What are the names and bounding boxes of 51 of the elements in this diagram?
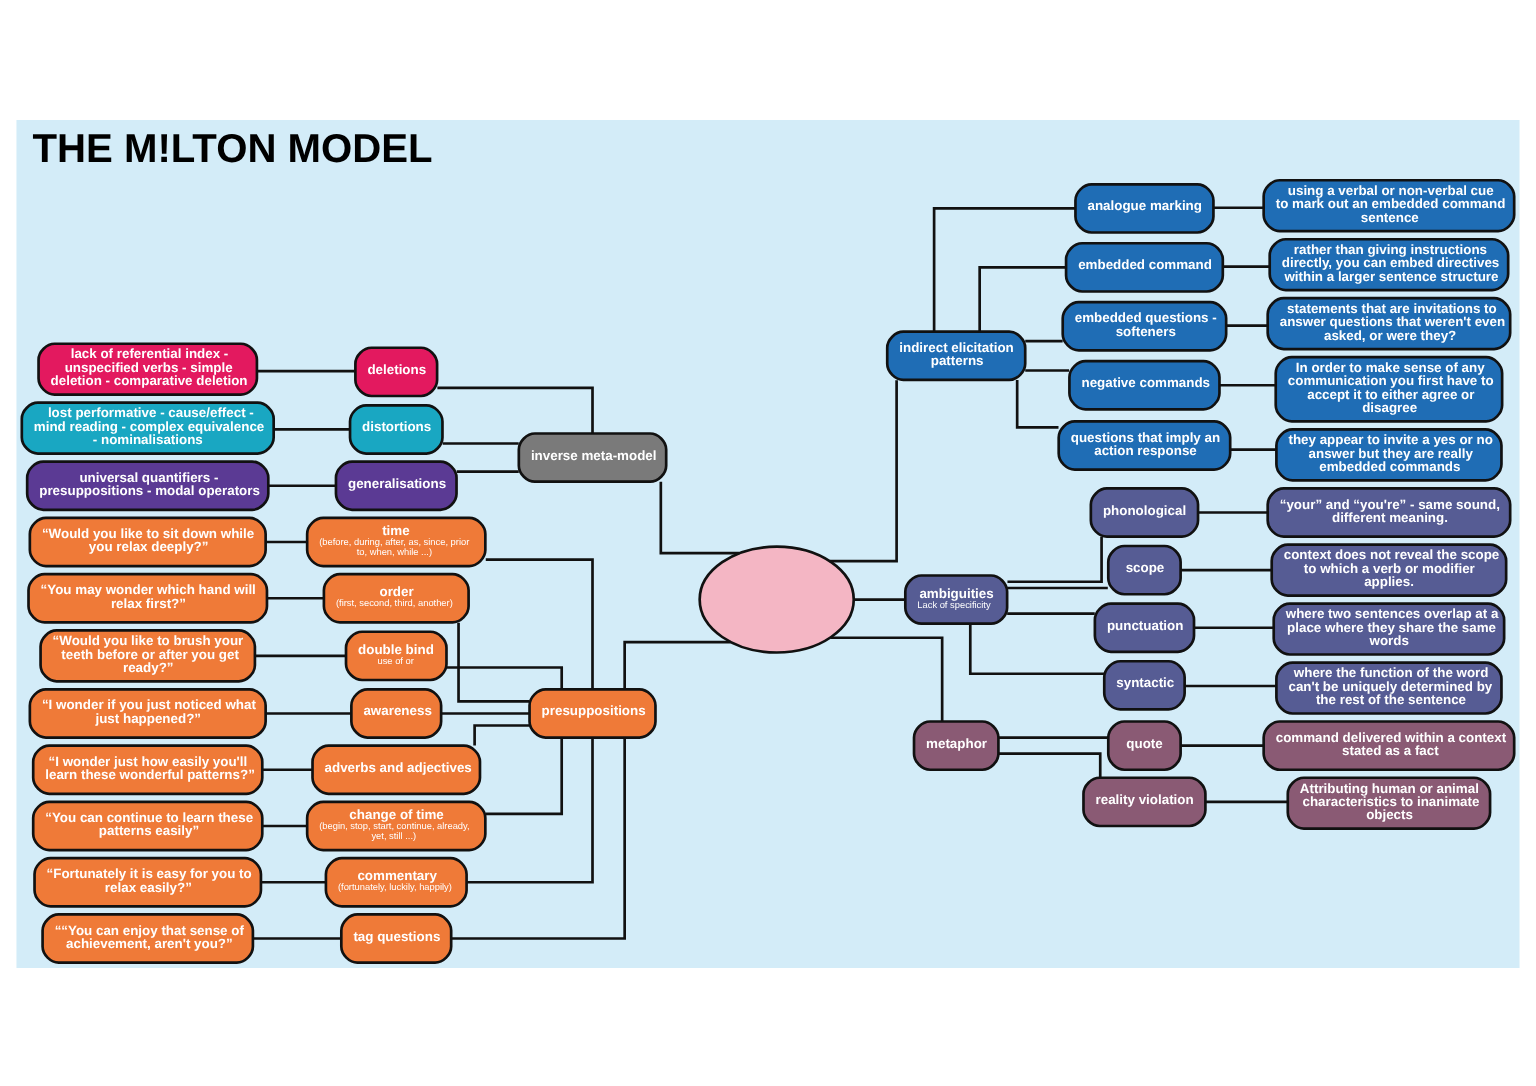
connector	[265, 539, 308, 543]
connector	[1007, 585, 1108, 589]
connector	[1223, 264, 1270, 268]
connector	[485, 557, 594, 689]
connector	[268, 483, 336, 487]
connector	[1007, 611, 1095, 614]
connector	[485, 736, 564, 815]
connector	[623, 639, 731, 689]
connector	[467, 736, 594, 883]
connector	[978, 265, 1066, 331]
connector	[1194, 625, 1274, 629]
connector	[254, 653, 346, 657]
connector	[265, 711, 351, 714]
connector	[261, 879, 326, 883]
diagram-title: THE M!LTON MODEL	[32, 126, 433, 171]
connector	[473, 723, 530, 745]
connector	[267, 595, 324, 599]
connector	[1198, 510, 1268, 513]
connector	[441, 711, 530, 714]
connector	[853, 597, 906, 600]
connector	[998, 735, 1109, 738]
connector	[932, 206, 1075, 331]
connector	[253, 936, 342, 939]
connector	[1015, 379, 1059, 428]
node-circle	[698, 544, 856, 653]
connector	[446, 665, 564, 688]
connector	[829, 379, 898, 562]
connector	[1184, 683, 1277, 687]
connector	[273, 427, 350, 430]
connector	[1230, 447, 1277, 450]
connector	[998, 751, 1102, 777]
connector	[457, 621, 530, 702]
connector	[659, 480, 740, 554]
connector	[451, 737, 626, 939]
connector	[1226, 323, 1268, 326]
connector	[456, 469, 519, 472]
connector	[1025, 338, 1063, 342]
connector	[257, 368, 356, 372]
connector	[1205, 799, 1288, 803]
connector	[1219, 382, 1276, 386]
connector	[968, 622, 1105, 675]
connector	[437, 385, 594, 433]
connector	[1181, 567, 1272, 571]
connector	[830, 635, 944, 721]
connector	[442, 441, 519, 444]
connector	[262, 767, 313, 771]
connector	[1213, 205, 1264, 209]
connector	[262, 823, 307, 827]
connector	[1181, 743, 1264, 746]
connector	[1007, 535, 1103, 583]
connector	[1025, 368, 1070, 371]
